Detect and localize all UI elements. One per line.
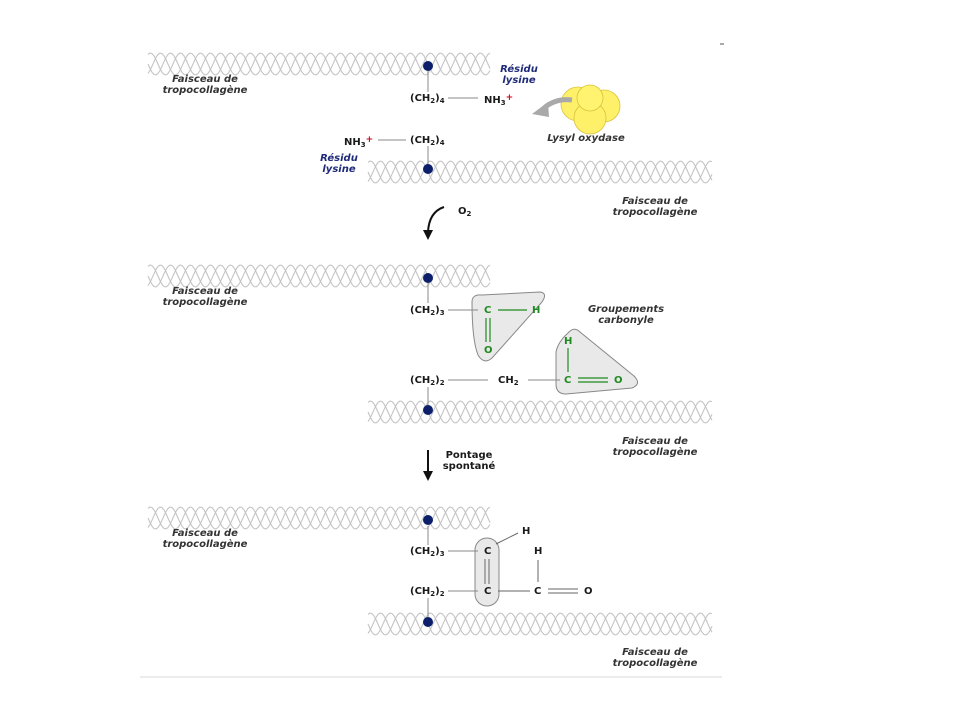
curved-reaction-arrow-icon [423,206,445,240]
carbonyl-label-line1: Groupements [587,304,665,315]
lysine-dot-icon [423,61,433,71]
bundle-label-top-3: Faisceau de tropocollagène [160,528,250,550]
oxygen-label: O2 [458,206,472,218]
bundle-label-bottom-3: Faisceau de tropocollagène [610,647,700,669]
ch2-4-group-top: (CH2)4 [410,93,445,105]
bundle-label-line2: tropocollagène [162,85,248,96]
hydrogen-atom: H [564,336,573,347]
lysine-residue-label-bottom: Résidu lysine [314,153,364,175]
crosslink-label: Pontage spontané [442,450,496,472]
tropocollagen-fiber [147,52,491,76]
carbonyl-highlight-top [471,291,546,362]
straight-reaction-arrow-icon [423,450,433,481]
residue-label-line2: lysine [502,75,536,86]
crosslink-highlight [474,537,500,607]
residue-label-line2: lysine [322,164,356,175]
bundle-label-top-2: Faisceau de tropocollagène [160,286,250,308]
carbonyl-label-line2: carbonyle [598,315,654,326]
crosslink-label-line2: spontané [442,461,496,472]
lysyl-oxidase-label: Lysyl oxydase [547,133,625,144]
bundle-label-bottom-1: Faisceau de tropocollagène [610,196,700,218]
residue-label-line1: Résidu [320,153,358,164]
bundle-label-line2: tropocollagène [612,207,698,218]
bundle-label-line2: tropocollagène [162,539,248,550]
ch2-2-group: (CH2)2 [410,586,445,598]
carbon-atom: C [484,586,492,597]
hydrogen-atom: H [534,546,543,557]
lysyl-oxidase-icon [560,84,621,135]
ch2-3-group: (CH2)3 [410,305,445,317]
ch2-4-group-bottom: (CH2)4 [410,135,445,147]
bundle-label-line1: Faisceau de [172,286,238,297]
carbon-atom: C [484,546,492,557]
ch2-2-group: (CH2)2 [410,375,445,387]
bundle-label-line2: tropocollagène [612,447,698,458]
tropocollagen-fiber [147,506,491,530]
bundle-label-line2: tropocollagène [162,297,248,308]
oxygen-atom: O [614,375,623,386]
lysine-dot-icon [423,164,433,174]
bundle-label-bottom-2: Faisceau de tropocollagène [610,436,700,458]
bundle-label-line1: Faisceau de [172,528,238,539]
hydrogen-atom: H [532,305,541,316]
lysine-dot-icon [423,405,433,415]
tropocollagen-fiber [147,264,491,288]
carbon-atom: C [564,375,572,386]
crosslink-label-line1: Pontage [445,450,493,461]
tropocollagen-fiber [367,160,713,184]
ch2-3-group: (CH2)3 [410,546,445,558]
bundle-label-line1: Faisceau de [622,647,688,658]
carbonyl-highlight-bottom [555,328,638,395]
bond-line [495,532,519,545]
carbon-atom: C [534,586,542,597]
tropocollagen-fiber [367,400,713,424]
oxygen-atom: O [584,586,593,597]
tropocollagen-fiber [367,612,713,636]
hydrogen-atom: H [522,526,531,537]
enzyme-arrow-icon [532,97,573,117]
bundle-label-line1: Faisceau de [622,436,688,447]
nh3-group-bottom: NH3+ [344,135,374,149]
bundle-label-top-1: Faisceau de tropocollagène [160,74,250,96]
bundle-label-line2: tropocollagène [612,658,698,669]
lysine-dot-icon [423,273,433,283]
lysine-dot-icon [423,617,433,627]
bundle-label-line1: Faisceau de [622,196,688,207]
lysine-dot-icon [423,515,433,525]
ch2-plain-group: CH2 [498,375,519,387]
carbon-atom: C [484,305,492,316]
nh3-group-top: NH3+ [484,93,514,107]
oxygen-atom: O [484,345,493,356]
bundle-label-line1: Faisceau de [172,74,238,85]
lysine-residue-label-top: Résidu lysine [494,64,544,86]
carbonyl-groups-label: Groupements carbonyle [584,304,668,326]
residue-label-line1: Résidu [500,64,538,75]
